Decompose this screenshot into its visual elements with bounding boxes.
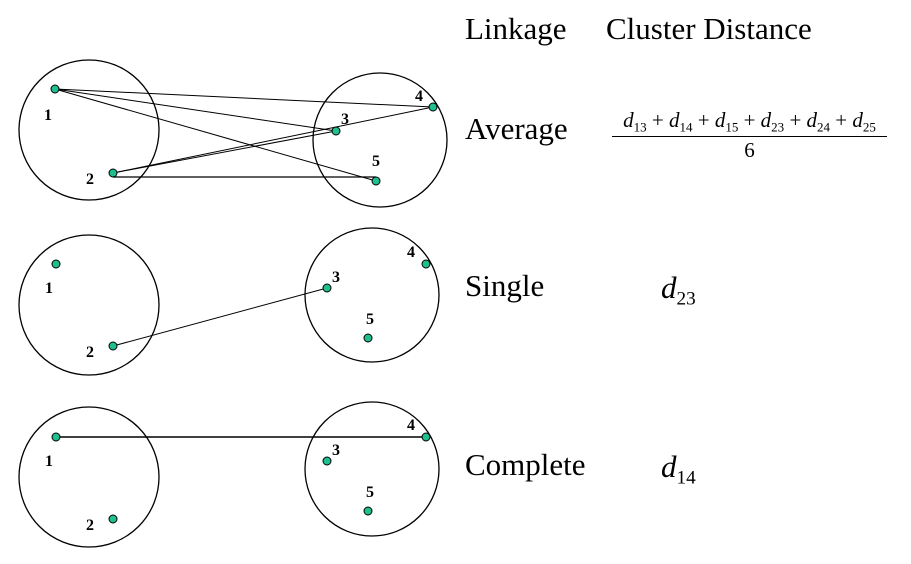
point-4 [421,432,431,442]
point-2 [108,514,118,524]
plus-operator: + [738,108,761,132]
distance-term-24: d24 [806,108,831,135]
point-label-1: 1 [45,453,53,470]
distance-term-15: d15 [714,108,739,135]
cluster-a-circle [18,59,160,201]
point-1 [50,84,60,94]
point-3 [331,126,341,136]
distance-subscript: 14 [679,119,693,135]
point-2 [108,168,118,178]
distance-var: d [661,449,677,484]
distance-var: d [806,108,818,132]
edge-2-3 [112,130,337,174]
point-5 [363,333,373,343]
point-3 [322,456,332,466]
edge-1-3 [54,88,337,132]
distance-subscript: 23 [771,119,785,135]
point-label-5: 5 [366,484,374,501]
point-5 [371,176,381,186]
point-label-2: 2 [86,344,94,361]
plus-operator: + [692,108,715,132]
point-label-3: 3 [332,269,340,286]
distance-var: d [623,108,634,132]
point-label-1: 1 [44,107,52,124]
single-distance: d23 [661,270,696,309]
plus-operator: + [646,108,669,132]
distance-subscript: 15 [725,119,739,135]
point-3 [322,283,332,293]
distance-var: d [668,108,680,132]
point-label-5: 5 [366,311,374,328]
cluster-b-circle [312,72,448,208]
distance-term-23: d23 [760,108,785,135]
cluster-a-circle [18,234,160,376]
distance-subscript: 14 [676,467,696,489]
distance-var: d [760,108,772,132]
point-label-4: 4 [415,88,423,105]
point-1 [51,259,61,269]
complete-row-diagram: 1 2 3 4 5 [18,401,440,548]
edge-1-4 [54,88,434,108]
cluster-b-circle [304,401,440,537]
distance-term-13: d13 [623,108,647,135]
average-row-diagram: 1 2 3 4 5 [18,59,448,208]
distance-term-14: d14 [668,108,693,135]
point-label-2: 2 [86,171,94,188]
distance-var: d [714,108,726,132]
point-4 [421,259,431,269]
point-2 [108,341,118,351]
plus-operator: + [784,108,807,132]
single-row-diagram: 1 2 3 4 5 [18,227,440,376]
fraction-bar [612,136,887,137]
complete-distance: d14 [661,449,696,488]
edge-2-4 [112,106,434,174]
formula-numerator: d13 + d14 + d15 + d23 + d24 + d25 [612,108,887,135]
point-label-4: 4 [407,244,415,261]
plus-operator: + [830,108,853,132]
point-4 [428,102,438,112]
linkage-average-label: Average [465,111,568,146]
distance-subscript: 25 [862,119,876,135]
distance-subscript: 23 [676,288,696,310]
point-5 [363,506,373,516]
linkage-complete-label: Complete [465,447,586,482]
cluster-distance-header: Cluster Distance [606,11,812,46]
point-label-3: 3 [341,111,349,128]
point-label-3: 3 [332,442,340,459]
formula-denominator: 6 [744,138,755,162]
edge-1-5 [54,88,377,182]
point-label-1: 1 [45,280,53,297]
cluster-a-circle [18,406,160,548]
cluster-b-circle [304,227,440,363]
distance-subscript: 13 [633,119,647,135]
distance-subscript: 24 [817,119,831,135]
distance-term-25: d25 [852,108,876,135]
linkage-single-label: Single [465,268,545,303]
distance-var: d [661,270,677,305]
point-1 [51,432,61,442]
point-label-5: 5 [372,153,380,170]
linkage-header: Linkage [465,11,567,46]
distance-var: d [852,108,863,132]
point-label-2: 2 [86,517,94,534]
point-label-4: 4 [407,417,415,434]
edge-2-3 [112,287,328,347]
